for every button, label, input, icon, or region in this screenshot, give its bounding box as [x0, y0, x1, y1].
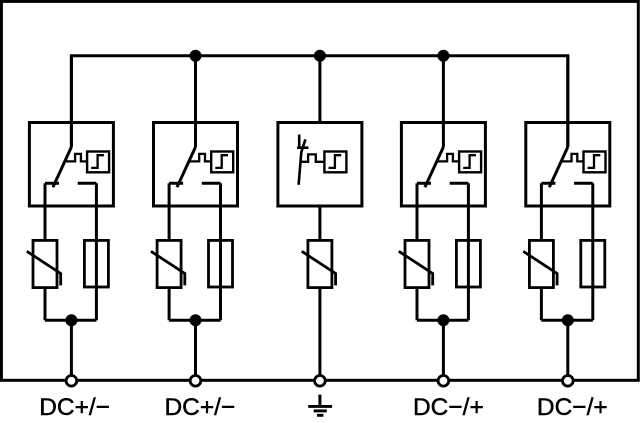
svg-text:DC+/−: DC+/− — [164, 394, 235, 421]
svg-text:DC−/+: DC−/+ — [537, 394, 608, 421]
svg-text:DC+/−: DC+/− — [39, 394, 110, 421]
svg-text:DC−/+: DC−/+ — [413, 394, 484, 421]
